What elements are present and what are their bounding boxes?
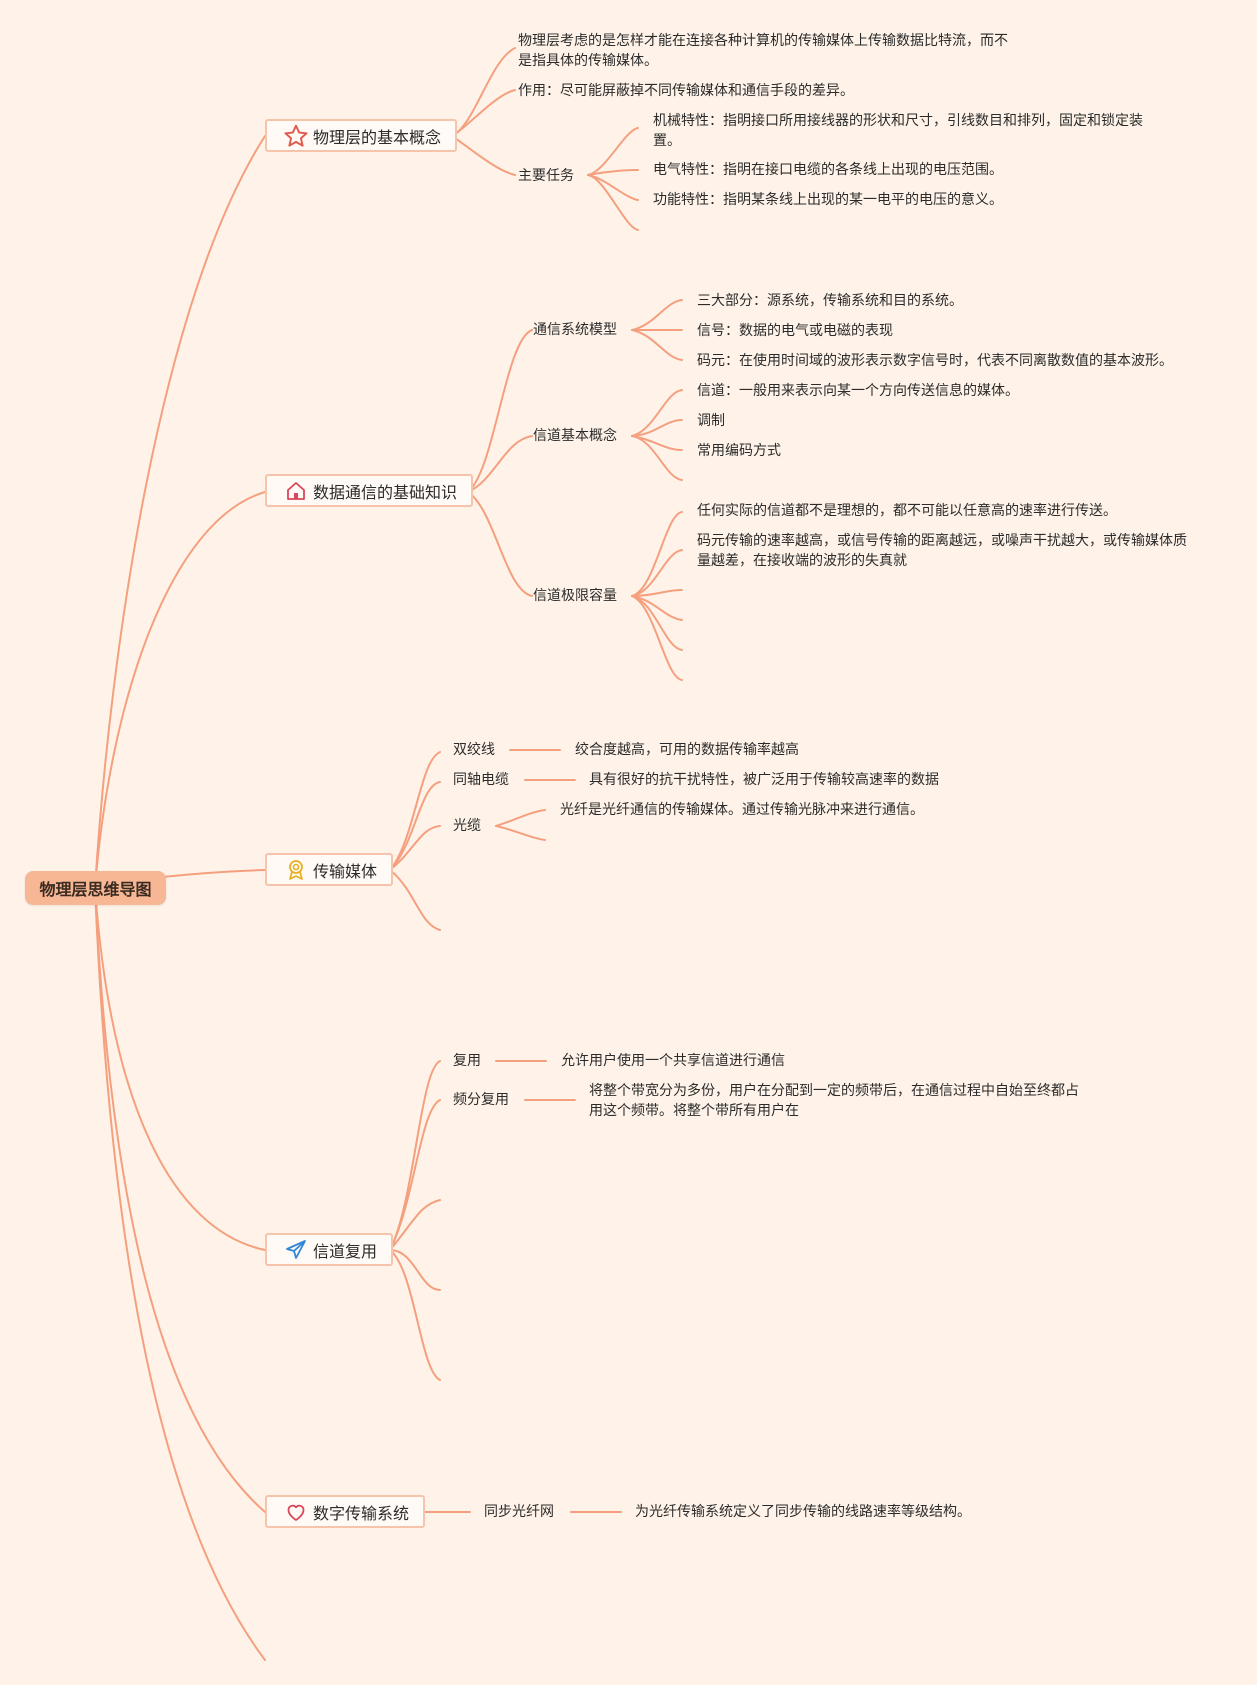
topic-label: 数据通信的基础知识 [313, 482, 458, 502]
model-item-2: 信号：数据的电气或电磁的表现 [697, 323, 893, 339]
task-mechanical: 机械特性：指明接口所用接线器的形状和尺寸，引线数目和排列，固定和锁定装置。 [653, 113, 1143, 149]
mux-fdm-label: 频分复用 [453, 1092, 509, 1108]
media-fiber-label: 光缆 [453, 818, 481, 834]
media-twisted-desc: 绞合度越高，可用的数据传输率越高 [575, 742, 799, 758]
mux-fdm-desc: 将整个带宽分为多份，用户在分配到一定的频带后，在通信过程中自始至终都占用这个频带… [589, 1083, 1079, 1119]
home-icon [283, 478, 309, 504]
digital-sonet-desc: 为光纤传输系统定义了同步传输的线路速率等级结构。 [635, 1504, 971, 1520]
basic-tasks-label: 主要任务 [518, 168, 574, 184]
media-twisted-label: 双绞线 [453, 742, 495, 758]
paper-plane-icon [283, 1237, 309, 1263]
topic-digital-transmission[interactable]: 数字传输系统 [265, 1495, 426, 1528]
topic-label: 信道复用 [313, 1241, 378, 1261]
topic-label: 物理层的基本概念 [313, 127, 442, 147]
topic-channel-multiplexing[interactable]: 信道复用 [265, 1233, 394, 1266]
digital-sonet-label: 同步光纤网 [484, 1504, 554, 1520]
task-electrical: 电气特性：指明在接口电缆的各条线上出现的电压范围。 [653, 162, 1003, 178]
channel-item-3: 常用编码方式 [697, 443, 781, 459]
topic-label: 传输媒体 [313, 861, 378, 881]
topic-label: 数字传输系统 [313, 1503, 410, 1523]
model-item-1: 三大部分：源系统，传输系统和目的系统。 [697, 293, 963, 309]
mux-reuse-desc: 允许用户使用一个共享信道进行通信 [561, 1053, 785, 1069]
root-topic[interactable]: 物理层思维导图 [25, 871, 166, 905]
basic-role: 作用：尽可能屏蔽掉不同传输媒体和通信手段的差异。 [518, 83, 854, 99]
model-item-3: 码元：在使用时间域的波形表示数字信号时，代表不同离散数值的基本波形。 [697, 353, 1173, 369]
media-coax-desc: 具有很好的抗干扰特性，被广泛用于传输较高速率的数据 [589, 772, 939, 788]
channel-item-1: 信道：一般用来表示向某一个方向传送信息的媒体。 [697, 383, 1019, 399]
comm-model-label: 通信系统模型 [533, 322, 617, 338]
channel-item-2: 调制 [697, 413, 725, 429]
limit-item-2: 码元传输的速率越高，或信号传输的距离越远，或噪声干扰越大，或传输媒体质量越差，在… [697, 533, 1187, 569]
topic-data-communication[interactable]: 数据通信的基础知识 [265, 474, 474, 507]
comm-limit-label: 信道极限容量 [533, 588, 617, 604]
topic-basic-concept[interactable]: 物理层的基本概念 [265, 119, 458, 152]
media-coax-label: 同轴电缆 [453, 772, 509, 788]
award-icon [283, 857, 309, 883]
limit-item-1: 任何实际的信道都不是理想的，都不可能以任意高的速率进行传送。 [697, 503, 1117, 519]
task-functional: 功能特性：指明某条线上出现的某一电平的电压的意义。 [653, 192, 1003, 208]
comm-channel-label: 信道基本概念 [533, 428, 617, 444]
mux-reuse-label: 复用 [453, 1053, 481, 1069]
basic-definition: 物理层考虑的是怎样才能在连接各种计算机的传输媒体上传输数据比特流，而不是指具体的… [518, 33, 1008, 69]
heart-icon [283, 1499, 309, 1525]
star-icon [283, 123, 309, 149]
media-fiber-desc: 光纤是光纤通信的传输媒体。通过传输光脉冲来进行通信。 [560, 802, 924, 818]
topic-transmission-media[interactable]: 传输媒体 [265, 853, 394, 886]
